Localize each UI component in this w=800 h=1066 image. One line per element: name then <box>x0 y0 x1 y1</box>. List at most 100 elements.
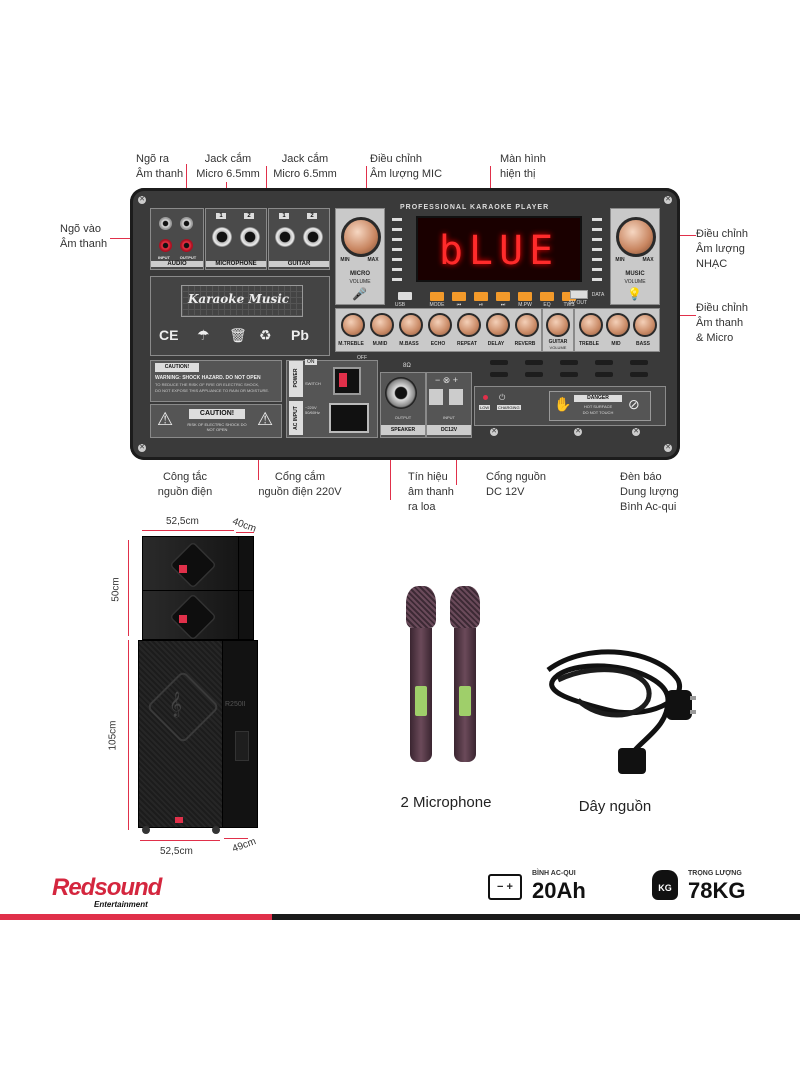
middle-speaker-side <box>238 590 254 640</box>
output-label: OUTPUT <box>179 255 197 260</box>
bottom-height-dim: 105cm <box>107 720 119 751</box>
next-button[interactable] <box>496 292 510 301</box>
prev-button[interactable] <box>452 292 466 301</box>
treble-knob[interactable] <box>579 313 603 337</box>
bottom-subwoofer-side: R250II <box>222 640 258 828</box>
speakon-output-jack[interactable] <box>385 377 417 409</box>
effect-knob-section: M.TREBLE M.MID M.BASS ECHO REPEAT DELAY … <box>335 308 542 352</box>
vent <box>560 360 578 365</box>
dc12v-section: − ⊗ + INPUT DC12V <box>426 372 472 438</box>
button-label: TWS <box>563 302 575 308</box>
delay-knob[interactable] <box>486 313 510 337</box>
audio-rca-jack[interactable] <box>180 239 193 252</box>
echo-knob[interactable] <box>428 313 452 337</box>
m-mid-knob[interactable] <box>370 313 394 337</box>
mpw-button[interactable] <box>518 292 532 301</box>
play-pause-button[interactable] <box>474 292 488 301</box>
mic-jack-1[interactable] <box>212 227 232 247</box>
brand-logo: Redsound <box>52 874 162 901</box>
guitar-volume-section: GUITAR VOLUME <box>542 308 574 352</box>
brand-tagline: Entertainment <box>94 900 148 909</box>
weight-value: 78KG <box>688 878 746 903</box>
danger-text: DANGER <box>574 395 622 402</box>
logo-section: Karaoke Music CE ☂ 🗑 ♻ Pb <box>150 276 330 356</box>
callout-audio-in: Ngõ vào Âm thanh <box>60 223 108 250</box>
jack-number: 2 <box>307 213 317 219</box>
display-screen: bLUE <box>416 216 582 282</box>
audio-rca-jack[interactable] <box>159 217 172 230</box>
top-speaker <box>142 536 240 592</box>
guitar-volume-knob[interactable] <box>546 313 570 337</box>
audio-rca-jack[interactable] <box>180 217 193 230</box>
power-switch[interactable] <box>333 367 361 395</box>
do-not-touch-text: DO NOT TOUCH <box>582 410 614 415</box>
low-led <box>483 395 488 400</box>
dimension-line <box>128 540 129 636</box>
vent <box>595 372 613 377</box>
input-label: INPUT <box>158 255 170 260</box>
bulb-icon: 💡 <box>627 287 642 301</box>
m-treble-knob[interactable] <box>341 313 365 337</box>
speaker-grille <box>169 593 217 641</box>
leader-line <box>664 315 696 316</box>
level-meter-right <box>592 218 602 288</box>
hot-hand-icon: ✋ <box>554 396 572 412</box>
callout-mic-volume: Điều chỉnh Âm lượng MIC <box>370 153 443 180</box>
guitar-jack-2[interactable] <box>303 227 323 247</box>
callout-audio-out: Ngõ ra Âm thanh <box>136 153 184 180</box>
guitar-jack-1[interactable] <box>275 227 295 247</box>
5v-out-port[interactable] <box>570 290 588 299</box>
knob-label: BASS <box>636 341 650 347</box>
knob-label: M.MID <box>372 341 388 347</box>
mode-button[interactable] <box>430 292 444 301</box>
audio-rca-jack[interactable] <box>159 239 172 252</box>
power-icon: ⏻ <box>499 393 506 402</box>
leader-line <box>390 440 391 500</box>
audio-section: INPUT OUTPUT AUDIO <box>150 208 204 270</box>
volume-label: VOLUME <box>549 345 567 350</box>
warning-triangle-icon: ⚠ <box>257 409 274 429</box>
max-label: MAX <box>367 257 379 263</box>
ac-power-socket[interactable] <box>329 403 369 433</box>
music-volume-knob[interactable] <box>616 217 656 257</box>
vent <box>525 372 543 377</box>
dimension-line <box>140 840 220 841</box>
power-tag: POWER <box>289 361 303 397</box>
micro-volume-knob[interactable] <box>341 217 381 257</box>
reverb-knob[interactable] <box>515 313 539 337</box>
bass-knob[interactable] <box>633 313 657 337</box>
dc12v-label: DC12V <box>427 425 471 435</box>
knob-label: DELAY <box>487 341 505 347</box>
knob-label: ECHO <box>430 341 446 347</box>
vent <box>630 360 648 365</box>
mic-1-head <box>406 586 436 628</box>
screw-icon: ✕ <box>138 196 146 204</box>
caution-panel: ⚠ CAUTION! RISK OF ELECTRIC SHOCK DO NOT… <box>150 404 282 438</box>
knob-label: M.TREBLE <box>338 341 364 347</box>
min-label: MIN <box>340 257 350 263</box>
wheel <box>142 826 150 834</box>
model-label: R250II <box>225 701 246 708</box>
tws-button[interactable] <box>562 292 576 301</box>
vent <box>630 372 648 377</box>
dc-terminal-minus[interactable] <box>429 389 443 405</box>
callout-ac-input: Cổng cắm nguồn điện 220V <box>258 471 342 498</box>
input-label: INPUT <box>443 415 455 420</box>
m-bass-knob[interactable] <box>399 313 423 337</box>
usb-port[interactable] <box>398 292 412 300</box>
callout-music-volume: Điều chỉnh Âm lượng NHẠC <box>696 228 748 270</box>
repeat-knob[interactable] <box>457 313 481 337</box>
knob-label: REVERB <box>514 341 536 347</box>
knob-label: REPEAT <box>457 341 477 347</box>
weight-icon: KG <box>652 870 678 900</box>
caution-small: CAUTION! <box>155 363 199 372</box>
speaker-label: SPEAKER <box>381 425 425 435</box>
mid-knob[interactable] <box>606 313 630 337</box>
speaker-grille <box>146 670 220 744</box>
eq-button[interactable] <box>540 292 554 301</box>
knob-label: M.BASS <box>399 341 419 347</box>
weight-label: TRỌNG LƯỢNG <box>688 870 742 877</box>
button-label: ⏮ <box>456 302 462 308</box>
mic-jack-2[interactable] <box>240 227 260 247</box>
dc-terminal-plus[interactable] <box>449 389 463 405</box>
